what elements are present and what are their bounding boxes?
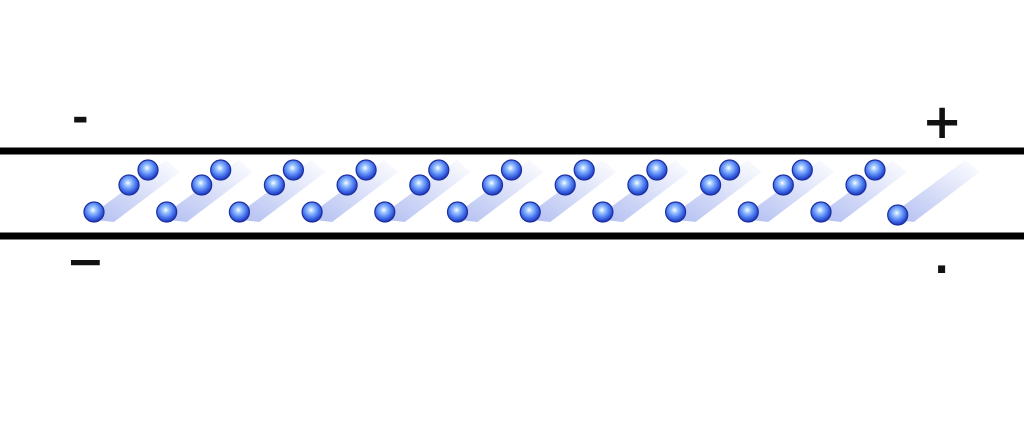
bottom-left-minus-sign: − [66, 234, 105, 288]
particle-group [737, 159, 835, 223]
charge-particle [887, 204, 909, 226]
particle-group [374, 159, 471, 223]
particle-group [446, 159, 544, 223]
charge-particle [301, 201, 323, 223]
top-right-plus-sign: + [922, 94, 963, 150]
charge-particle [810, 201, 832, 223]
charge-particle [791, 159, 813, 181]
particle-group [887, 160, 980, 226]
charge-particle [118, 174, 140, 196]
particle-group [301, 159, 399, 223]
charge-particle [554, 174, 576, 196]
bottom-right-dot-sign: . [934, 237, 950, 283]
charge-particle [699, 174, 722, 196]
particle-group [810, 159, 907, 223]
particle-group [228, 159, 326, 223]
charge-particle [263, 174, 285, 196]
particle-group [156, 159, 253, 223]
charge-particle [428, 159, 450, 181]
charge-particle [228, 201, 250, 223]
charge-particle [864, 159, 886, 181]
charge-particle [481, 174, 504, 196]
charge-particle [718, 159, 741, 181]
particle-group [83, 159, 180, 223]
charge-particle [210, 159, 232, 181]
charge-particle [664, 201, 687, 223]
charge-particle [336, 174, 358, 196]
motion-trail [887, 160, 980, 222]
charge-particle [156, 201, 178, 223]
charge-particle [409, 174, 431, 196]
charge-particle [374, 201, 396, 223]
charge-particle [737, 201, 759, 223]
charge-particle [627, 174, 649, 196]
particle-group [664, 159, 762, 223]
top-left-sign: - [72, 95, 89, 141]
charge-particle [646, 159, 668, 181]
particle-group [592, 159, 689, 223]
particle-group [519, 159, 617, 223]
charge-particle [191, 174, 213, 196]
charge-particle [355, 159, 377, 181]
charge-particle [137, 159, 159, 181]
charge-particle [519, 201, 541, 223]
charge-particle [282, 159, 304, 181]
particle-layer [83, 159, 980, 226]
charge-particle [772, 174, 794, 196]
charge-particle [83, 201, 105, 223]
charge-particle [845, 174, 867, 196]
charge-particle [446, 201, 469, 223]
charge-particle [592, 201, 614, 223]
charge-particle [573, 159, 595, 181]
charge-particle [500, 159, 523, 181]
